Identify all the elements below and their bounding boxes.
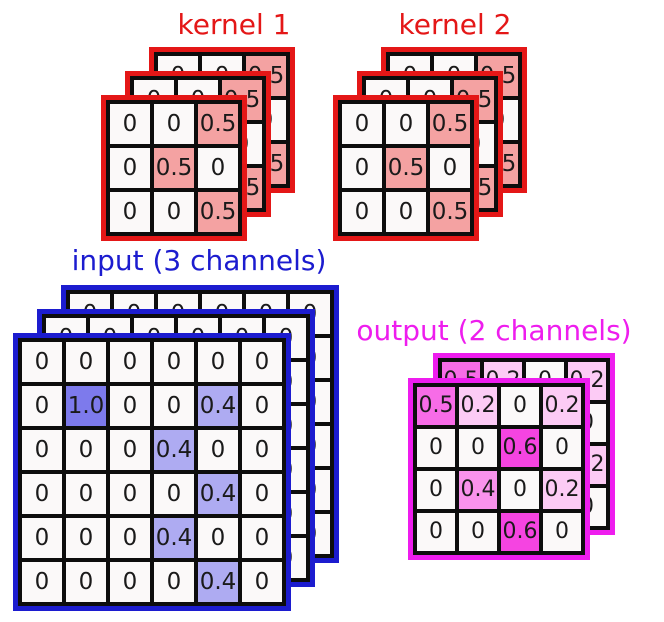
kernel2-title: kernel 2 — [398, 8, 512, 41]
grid-cell: 0.4 — [198, 474, 238, 514]
grid-cell: 0 — [110, 562, 150, 602]
grid-cell: 0 — [242, 562, 282, 602]
kernel1-title: kernel 1 — [177, 8, 291, 41]
grid-cell: 0 — [154, 562, 194, 602]
grid-cell: 0.5 — [154, 148, 194, 188]
grid-cell: 0 — [110, 386, 150, 426]
grid-cell: 0 — [66, 562, 106, 602]
grid-cell: 0 — [154, 342, 194, 382]
grid-cell: 0 — [543, 429, 581, 467]
grid-cell: 0.4 — [459, 471, 497, 509]
grid-cell: 0 — [459, 429, 497, 467]
grid-cell: 0 — [342, 192, 382, 232]
grid-cell: 0 — [22, 474, 62, 514]
grid-cell: 0 — [154, 104, 194, 144]
grid-cell: 0 — [22, 518, 62, 558]
grid-cell: 0.5 — [198, 192, 238, 232]
grid-cell: 0 — [242, 518, 282, 558]
grid-cell: 0 — [242, 430, 282, 470]
grid-cell: 0 — [154, 386, 194, 426]
grid-cell: 0 — [198, 148, 238, 188]
grid-cell: 0.4 — [198, 386, 238, 426]
grid-cell: 0.2 — [543, 471, 581, 509]
grid-cell: 0.2 — [459, 387, 497, 425]
grid-cell: 0 — [417, 513, 455, 551]
grid-cell: 0 — [242, 386, 282, 426]
grid-cell: 0 — [66, 342, 106, 382]
grid-cell: 0.5 — [430, 192, 470, 232]
grid-cell: 0 — [22, 386, 62, 426]
grid-cell: 0 — [459, 513, 497, 551]
grid-cell: 0 — [110, 192, 150, 232]
grid-cell: 0 — [198, 430, 238, 470]
grid-cell: 0 — [110, 474, 150, 514]
grid-cell: 0 — [198, 518, 238, 558]
grid-cell: 0 — [22, 342, 62, 382]
grid-cell: 0 — [198, 342, 238, 382]
grid-cell: 0 — [154, 192, 194, 232]
grid-cell: 0.5 — [386, 148, 426, 188]
grid-cell: 0 — [417, 429, 455, 467]
grid-cell: 0.5 — [430, 104, 470, 144]
grid-cell: 0.2 — [543, 387, 581, 425]
grid-cell: 0.4 — [198, 562, 238, 602]
output-title: output (2 channels) — [356, 314, 632, 347]
grid-cell: 0.4 — [154, 518, 194, 558]
input-title: input (3 channels) — [71, 244, 327, 277]
grid-cell: 0.5 — [198, 104, 238, 144]
grid-cell: 0 — [501, 387, 539, 425]
grid-cell: 0 — [66, 430, 106, 470]
grid-cell: 0 — [22, 562, 62, 602]
grid-cell: 0 — [386, 104, 426, 144]
grid-cell: 0 — [242, 474, 282, 514]
grid-cell: 0.6 — [501, 429, 539, 467]
grid-cell: 0 — [342, 148, 382, 188]
grid-cell: 0 — [242, 342, 282, 382]
grid-cell: 0 — [66, 518, 106, 558]
grid-cell: 0 — [430, 148, 470, 188]
grid-cell: 0 — [501, 471, 539, 509]
grid-cell: 0.4 — [154, 430, 194, 470]
grid-cell: 0 — [22, 430, 62, 470]
grid-cell: 0 — [417, 471, 455, 509]
grid-cell: 0 — [110, 342, 150, 382]
grid-cell: 0 — [110, 518, 150, 558]
grid-cell: 0 — [66, 474, 106, 514]
grid-cell: 0 — [543, 513, 581, 551]
grid-cell: 0 — [342, 104, 382, 144]
grid-cell: 0 — [154, 474, 194, 514]
grid-cell: 0 — [386, 192, 426, 232]
grid-cell: 0 — [110, 430, 150, 470]
grid-cell: 0.6 — [501, 513, 539, 551]
grid-cell: 0 — [110, 104, 150, 144]
grid-cell: 0 — [110, 148, 150, 188]
grid-cell: 1.0 — [66, 386, 106, 426]
grid-cell: 0.5 — [417, 387, 455, 425]
